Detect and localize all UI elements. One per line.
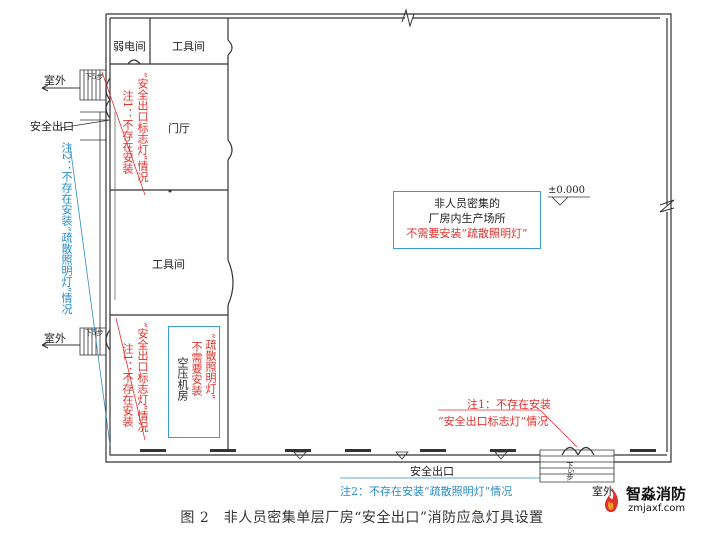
note-red-right-line1: 注1：不存在安装: [467, 398, 551, 411]
room-tool-top: 工具间: [172, 40, 205, 53]
figure-caption: 图 2 非人员密集单层厂房“安全出口”消防应急灯具设置: [180, 510, 544, 526]
exit-label-left: 安全出口: [30, 120, 74, 133]
compressor-room-name: 空压机房: [176, 357, 189, 401]
production-line2: 厂房内生产场所: [428, 212, 506, 225]
column-dot: [168, 189, 172, 193]
level-mark: ±0.000: [548, 185, 586, 196]
stairs-label-left: 下5步: [85, 329, 104, 337]
room-divider-walls: [110, 189, 228, 316]
stairs-top: [79, 69, 107, 101]
facade-outline: [80, 111, 106, 330]
compressor-note-line1: 不需要安装: [190, 341, 203, 396]
outer-wall-inner-line: [109, 18, 667, 456]
note-red-top-line1: 注1：不存在安装: [121, 90, 134, 174]
room-weak-current: 弱电间: [113, 40, 146, 53]
door-swing-exit-bottom: [561, 446, 595, 456]
watermark: 智淼消防 zmjaxf.com: [598, 482, 722, 522]
stairs-label-bottom: 下5步: [566, 462, 574, 481]
outer-wall-top-right: [110, 17, 668, 452]
watermark-url: zmjaxf.com: [628, 503, 686, 514]
leader-blue-left: [69, 144, 111, 446]
door-swing-tool-top: [227, 39, 233, 56]
note-blue-left: 注2：不存在安装“疏散照明灯”情况: [60, 142, 73, 315]
ceiling-light-triangles: [293, 451, 508, 460]
room-tool-mid: 工具间: [152, 258, 185, 271]
stairs-bottom: [539, 449, 615, 483]
outdoor-label-top: 室外: [44, 74, 66, 87]
stairs-left: [79, 327, 107, 356]
outer-wall-outer-line: [105, 13, 672, 463]
arrow-outdoor-top: [41, 84, 80, 92]
room-lobby: 门厅: [168, 122, 190, 135]
arrow-outdoor-left: [41, 341, 80, 349]
break-mark-right: [659, 199, 675, 213]
compressor-note-line2: “疏散照明灯”: [204, 333, 217, 400]
door-swing-tool-mid: [227, 259, 234, 306]
break-mark-top: [401, 8, 415, 28]
outdoor-label-bottom: 室外: [592, 485, 614, 498]
production-line3: 不需要安装“疏散照明灯”: [406, 227, 528, 240]
exit-leader-left: [59, 119, 111, 129]
production-line1: 非人员密集的: [434, 197, 500, 210]
outdoor-label-left: 室外: [44, 332, 66, 345]
watermark-name: 智淼消防: [626, 485, 687, 503]
note-blue-bottom: 注2：不存在安装“疏散照明灯”情况: [340, 485, 513, 498]
note-red-right-line2: “安全出口标志灯”情况: [438, 415, 549, 428]
note-red-bottom-line1: 注1：不存在安装: [121, 343, 134, 427]
compressor-room-box: 空压机房 不需要安装 “疏散照明灯”: [168, 326, 220, 438]
door-swing-weak-current: [127, 59, 141, 65]
exit-label-bottom: 安全出口: [410, 465, 454, 478]
stairs-label-top: 下5步: [85, 73, 104, 81]
wall-lamp-marks: [140, 449, 656, 452]
door-swing-lobby: [227, 139, 233, 161]
note-red-bottom-line2: “安全出口标志灯”情况: [136, 322, 149, 433]
flame-logo-icon: [604, 487, 619, 512]
level-triangle: [548, 196, 590, 206]
leader-red-top: [101, 71, 146, 196]
leader-red-right: [438, 409, 578, 448]
note-red-top-line2: “安全出口标志灯”情况: [136, 72, 149, 183]
production-area-box: 非人员密集的 厂房内生产场所 不需要安装“疏散照明灯”: [393, 191, 541, 249]
leader-red-bottom: [115, 317, 146, 441]
partition-walls: [110, 18, 229, 450]
